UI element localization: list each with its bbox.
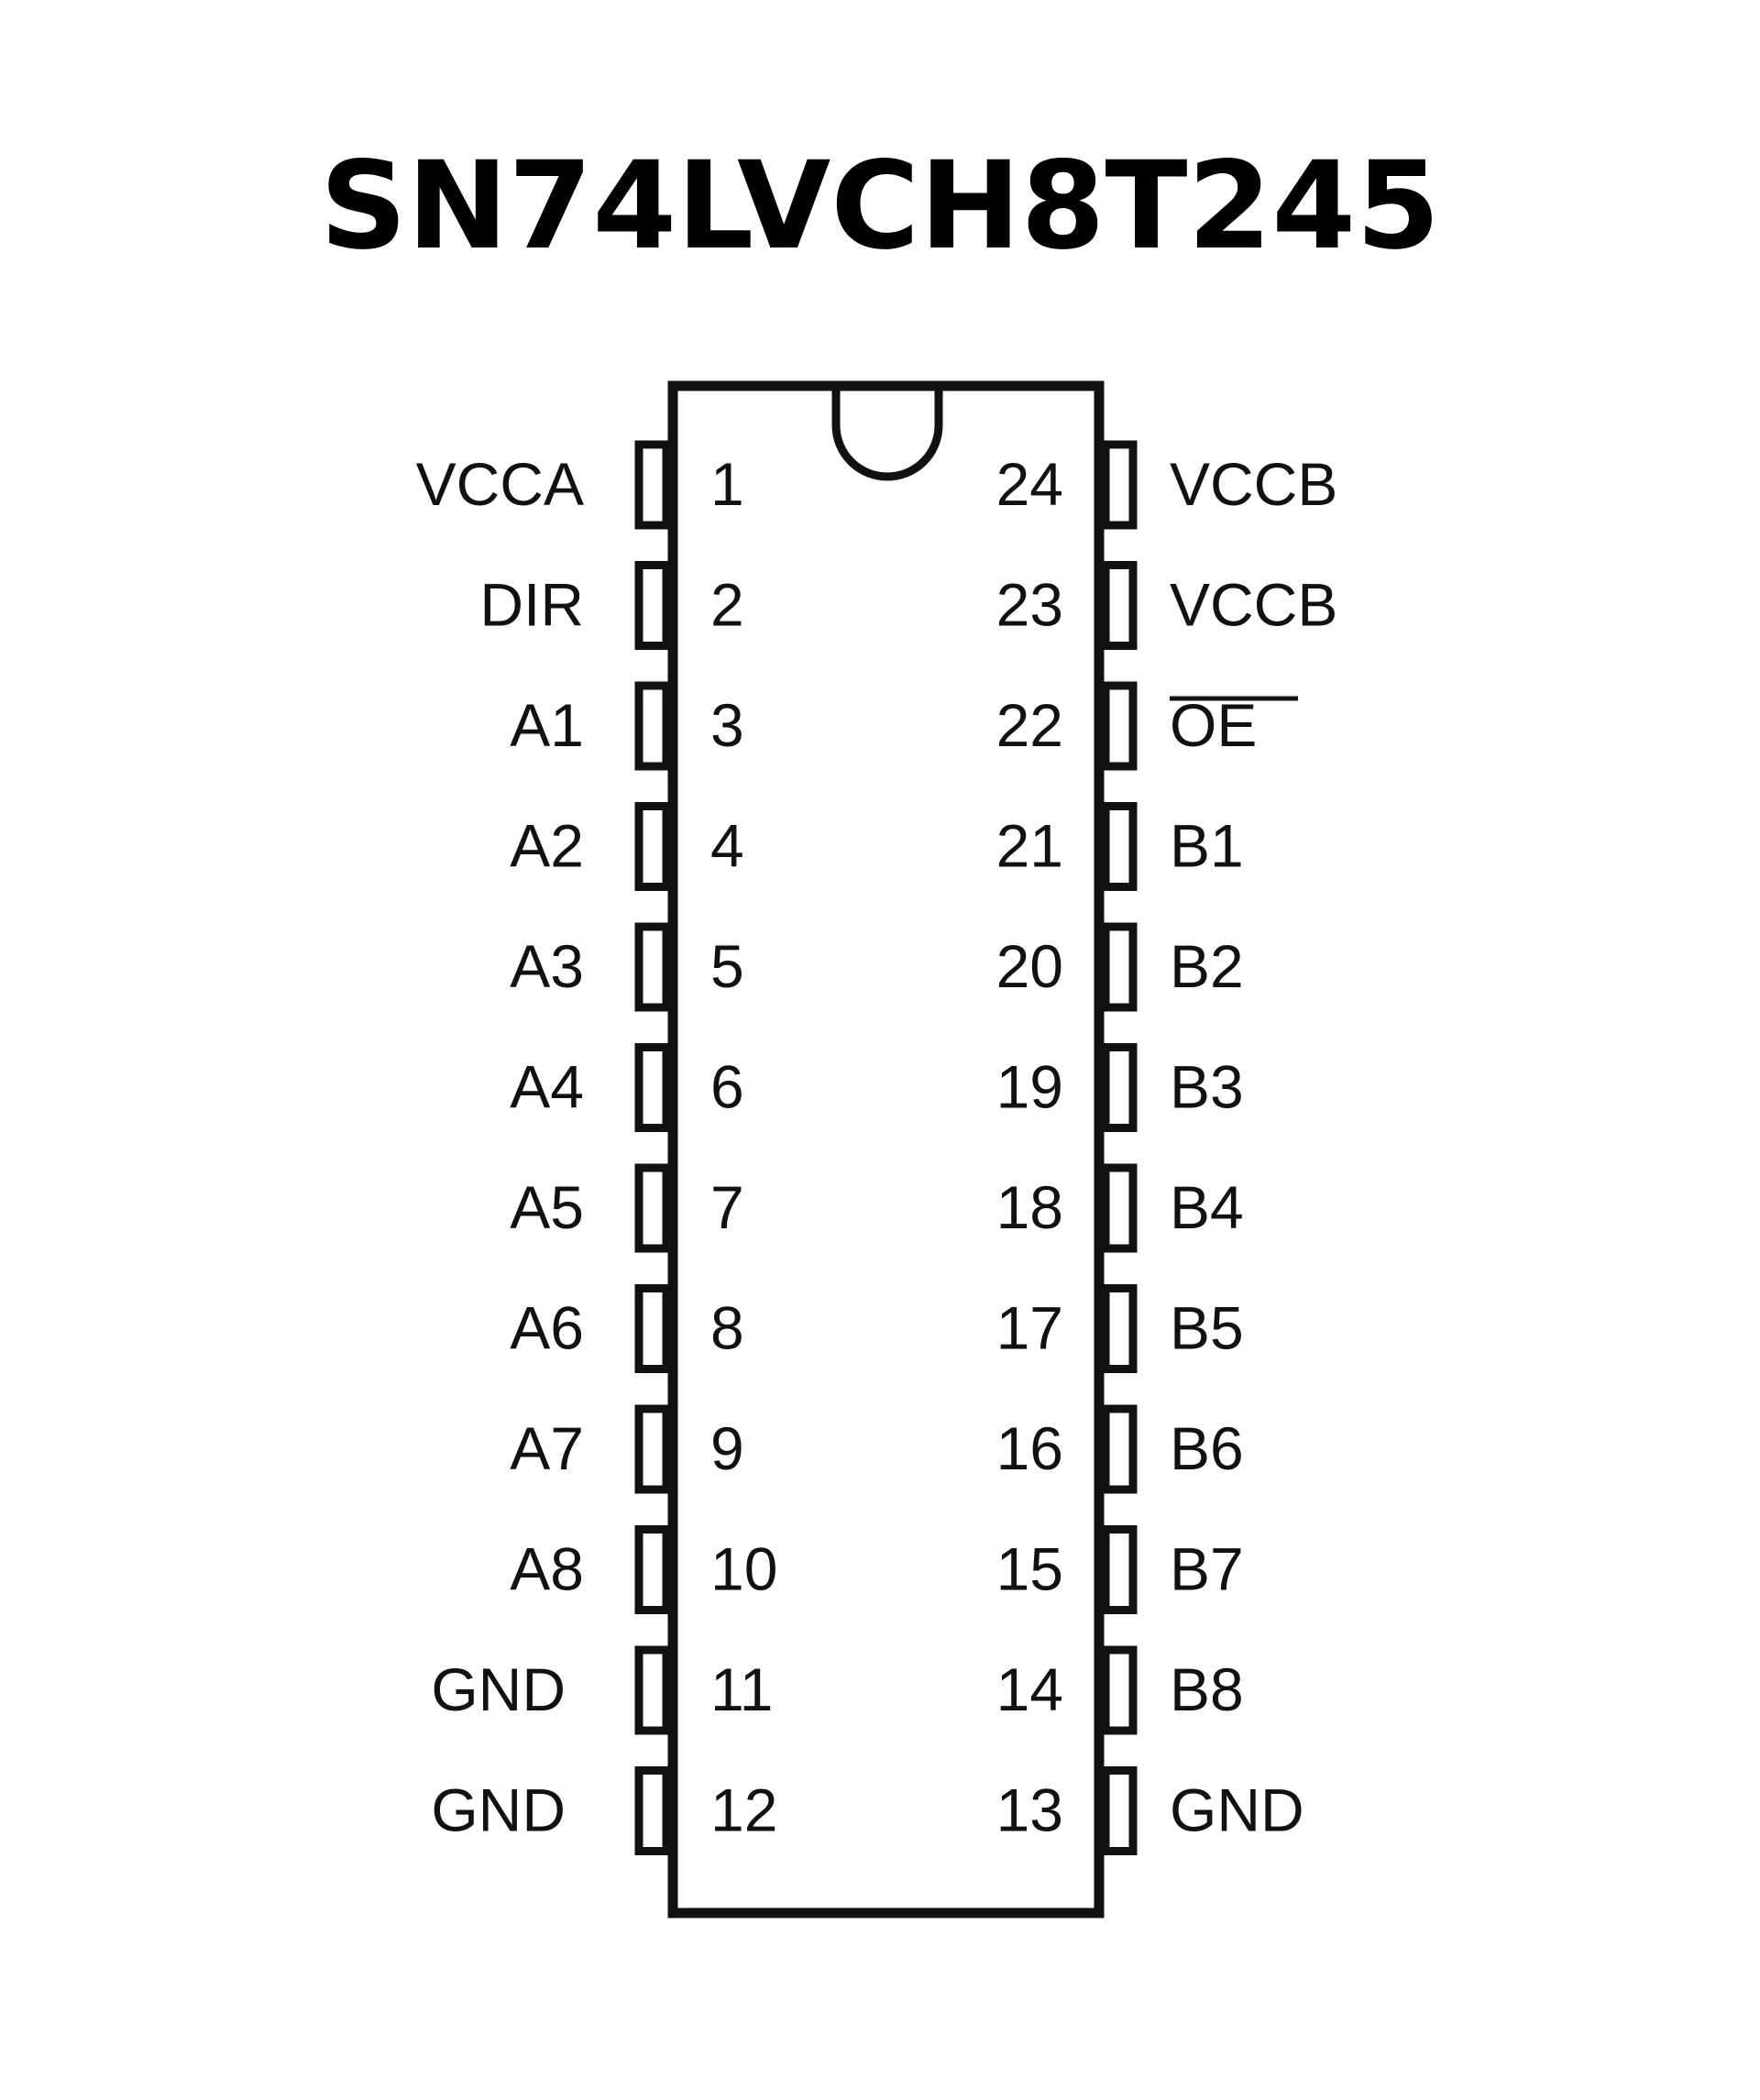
pin-number: 7	[710, 1173, 744, 1241]
pin-24	[1101, 440, 1138, 530]
pin-13	[1101, 1766, 1138, 1855]
pin-number: 9	[710, 1414, 744, 1482]
pin-18	[1101, 1163, 1138, 1253]
pin-number: 11	[710, 1655, 774, 1723]
pin-number: 10	[710, 1535, 777, 1603]
pin-number: 17	[996, 1294, 1063, 1362]
pin-number: 2	[710, 571, 744, 639]
chip-outline	[667, 380, 1105, 1919]
pin-number: 20	[996, 932, 1063, 1000]
pin-label: A3	[510, 932, 584, 1000]
pin-label: GND	[431, 1776, 566, 1844]
pin-16	[1101, 1404, 1138, 1494]
pin-label: A7	[510, 1414, 584, 1482]
pin-number: 4	[710, 812, 744, 880]
pin-number: 8	[710, 1294, 744, 1362]
pin-label: B1	[1170, 812, 1244, 880]
pin-12	[634, 1766, 671, 1855]
pin-number: 19	[996, 1053, 1063, 1121]
pin-1	[634, 440, 671, 530]
pin-label: A8	[510, 1535, 584, 1603]
pin-19	[1101, 1043, 1138, 1132]
pin-15	[1101, 1525, 1138, 1614]
pin-label: B4	[1170, 1173, 1244, 1241]
pin-number: 16	[996, 1414, 1063, 1482]
pin-number: 21	[996, 812, 1063, 880]
pin-label: VCCB	[1170, 450, 1337, 518]
pin-number: 15	[996, 1535, 1063, 1603]
pin-2	[634, 561, 671, 650]
pin-number: 13	[996, 1776, 1063, 1844]
pin-22	[1101, 681, 1138, 771]
pin-label: B3	[1170, 1053, 1244, 1121]
pin-3	[634, 681, 671, 771]
pin-label: A4	[510, 1053, 584, 1121]
pin-label: GND	[1170, 1776, 1304, 1844]
pin-6	[634, 1043, 671, 1132]
pin-label: B5	[1170, 1294, 1244, 1362]
pin-4	[634, 802, 671, 891]
pin-label: A6	[510, 1294, 584, 1362]
pin-label: B8	[1170, 1655, 1244, 1723]
pin-label: VCCB	[1170, 571, 1337, 639]
pin-number: 18	[996, 1173, 1063, 1241]
pin-8	[634, 1284, 671, 1373]
pin-21	[1101, 802, 1138, 891]
chip-body	[667, 380, 1105, 1919]
pin-label: OE	[1170, 691, 1257, 759]
pin-23	[1101, 561, 1138, 650]
pin-17	[1101, 1284, 1138, 1373]
pins: 1VCCA2DIR3A14A25A36A47A58A69A710A811GND1…	[416, 440, 1337, 1855]
pin-number: 12	[710, 1776, 777, 1844]
pin-20	[1101, 922, 1138, 1012]
pin-number: 6	[710, 1053, 744, 1121]
pin-label: B7	[1170, 1535, 1244, 1603]
pin-number: 22	[996, 691, 1063, 759]
pin-number: 23	[996, 571, 1063, 639]
pin-label: A1	[510, 691, 584, 759]
pin-label: B2	[1170, 932, 1244, 1000]
pin-label: DIR	[479, 571, 584, 639]
pin-11	[634, 1645, 671, 1735]
pin-label: GND	[431, 1655, 566, 1723]
pin-5	[634, 922, 671, 1012]
pin-number: 1	[710, 450, 744, 518]
pin-7	[634, 1163, 671, 1253]
pin-label: A5	[510, 1173, 584, 1241]
pin-10	[634, 1525, 671, 1614]
pin-label: B6	[1170, 1414, 1244, 1482]
pin-9	[634, 1404, 671, 1494]
pin-number: 5	[710, 932, 744, 1000]
pin-label: A2	[510, 812, 584, 880]
pin1-notch	[831, 389, 943, 481]
pin-number: 3	[710, 691, 744, 759]
pin-14	[1101, 1645, 1138, 1735]
chip-title: SN74LVCH8T245	[320, 136, 1440, 277]
pin-number: 14	[996, 1655, 1063, 1723]
pin-label: VCCA	[416, 450, 584, 518]
pin-number: 24	[996, 450, 1063, 518]
